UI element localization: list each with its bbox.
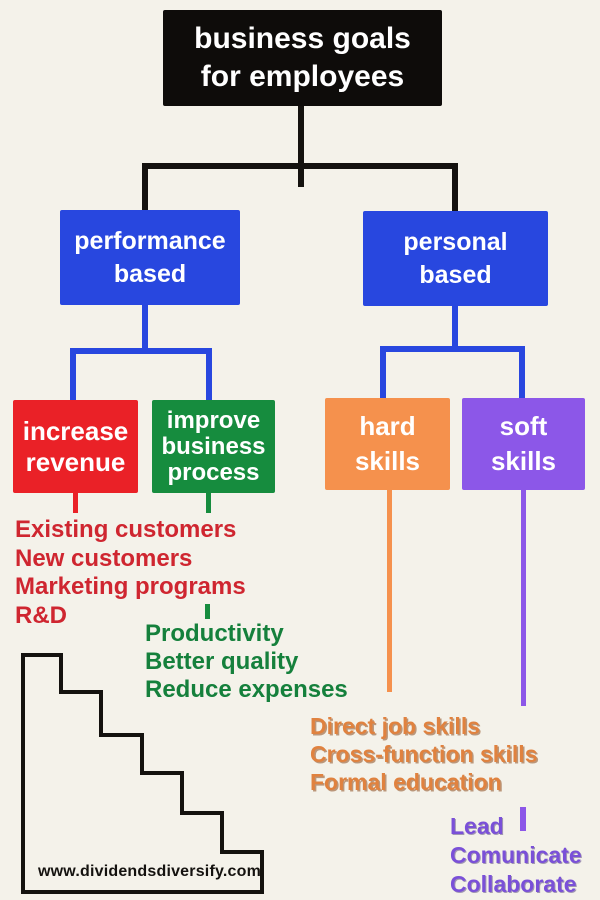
connector-drop-soft-skills <box>519 346 525 398</box>
soft-skills-label: soft skills <box>490 411 557 476</box>
increase-revenue-label: increase revenue <box>22 415 129 477</box>
list-item: Reduce expenses <box>145 676 348 703</box>
list-item: Marketing programs <box>15 573 246 600</box>
list-item: Formal education <box>310 769 502 795</box>
soft-skills-node: soft skills <box>462 398 585 490</box>
connector-drop-hard-skills <box>380 346 386 398</box>
connector-performance-crossbar <box>70 348 212 354</box>
performance-based-label: performance based <box>74 226 226 288</box>
personal-based-node: personal based <box>363 211 548 306</box>
hard-skills-detail-list: Direct job skills Cross-function skills … <box>310 712 537 796</box>
connector-personal-crossbar <box>380 346 525 352</box>
title-box: business goals for employees <box>163 10 442 106</box>
list-item: Comunicate <box>450 842 582 868</box>
connector-drop-performance <box>142 163 148 210</box>
performance-based-node: performance based <box>60 210 240 305</box>
connector-personal-stem <box>452 306 458 352</box>
connector-drop-increase-revenue <box>70 348 76 400</box>
improve-business-process-node: improve business process <box>152 400 275 493</box>
connector-performance-stem <box>142 305 148 354</box>
connector-title-crossbar <box>142 163 458 169</box>
list-item: Productivity <box>145 620 284 647</box>
stairs-drawing <box>21 653 264 894</box>
connector-title-stem <box>298 106 304 187</box>
list-item: Existing customers <box>15 516 237 543</box>
stem-improve-process <box>206 493 211 513</box>
improve-business-process-label: improve business process <box>161 406 266 486</box>
list-item: Cross-function skills <box>310 741 538 767</box>
dash-process-list <box>205 604 210 619</box>
stem-hard-skills <box>387 490 392 692</box>
dash-soft-list <box>520 807 526 831</box>
website-watermark: www.dividendsdiversify.com <box>38 863 262 880</box>
list-item: R&D <box>15 601 67 629</box>
hard-skills-label: hard skills <box>354 411 421 476</box>
list-item: New customers <box>15 544 193 572</box>
connector-drop-personal <box>452 163 458 212</box>
list-item: Better quality <box>145 648 299 675</box>
list-item: Collaborate <box>450 871 577 897</box>
hard-skills-node: hard skills <box>325 398 450 490</box>
list-item: Direct job skills <box>310 713 481 739</box>
connector-drop-improve-process <box>206 348 212 400</box>
list-item: Lead <box>450 813 504 839</box>
increase-revenue-node: increase revenue <box>13 400 138 493</box>
process-detail-list: Productivity Better quality Reduce expen… <box>145 620 348 704</box>
personal-based-label: personal based <box>403 227 508 289</box>
stem-increase-revenue <box>73 493 78 513</box>
soft-skills-detail-list: Lead Comunicate Collaborate <box>450 812 582 899</box>
stem-soft-skills <box>521 490 526 706</box>
page-title: business goals for employees <box>194 22 411 93</box>
revenue-detail-list: Existing customers New customers Marketi… <box>15 516 246 630</box>
